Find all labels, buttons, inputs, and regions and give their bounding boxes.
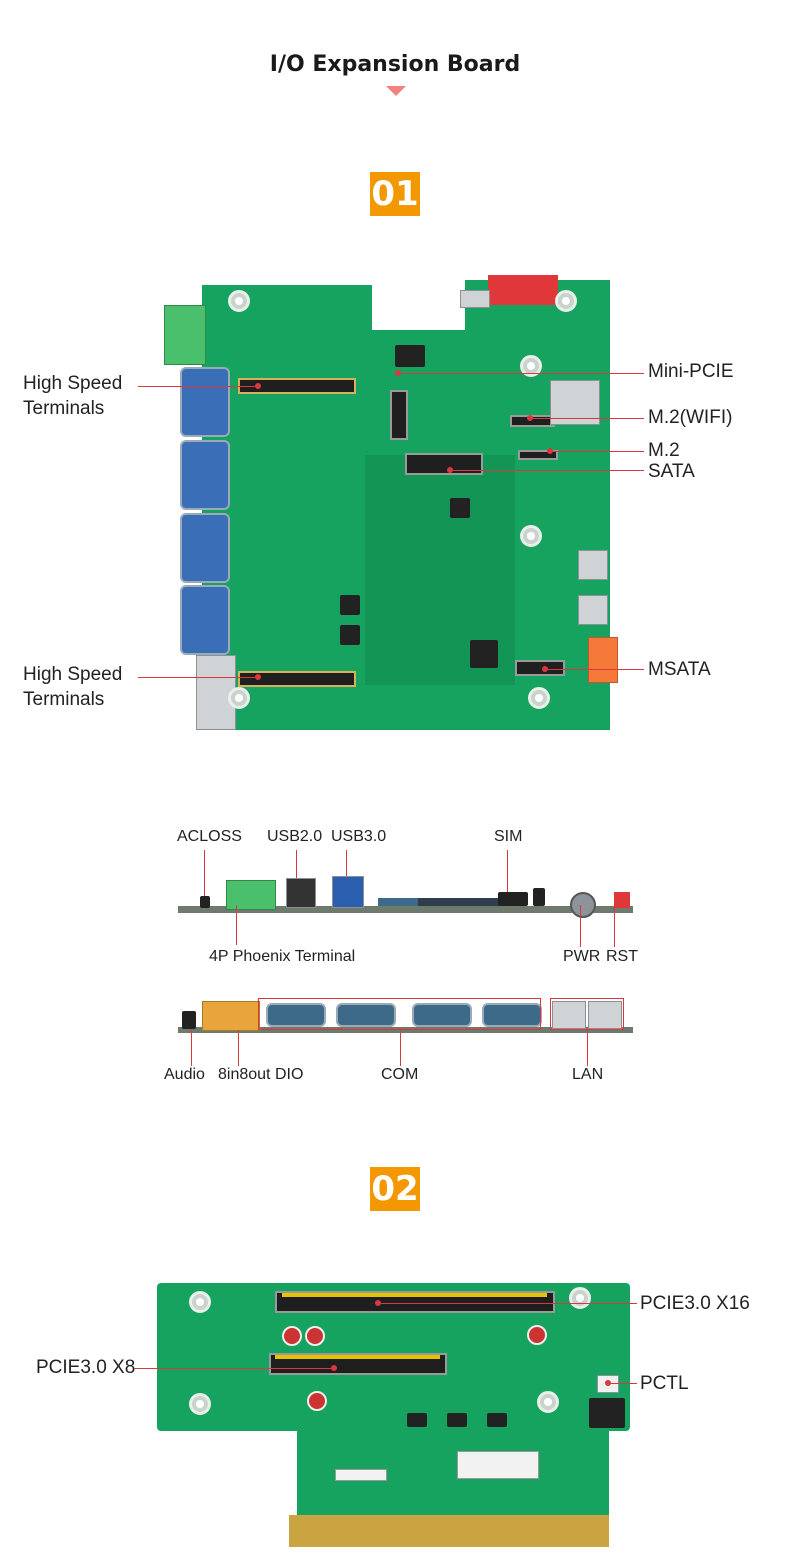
label-mini-pcie: Mini-PCIE xyxy=(648,361,734,382)
label-acloss: ACLOSS xyxy=(177,828,242,845)
com-group-box xyxy=(258,998,541,1030)
side-view-top-image xyxy=(178,870,638,920)
label-usb3: USB3.0 xyxy=(331,828,387,845)
section-badge-01: 01 xyxy=(370,172,420,216)
callout-vline-phoenix xyxy=(236,905,237,945)
title-caret-icon xyxy=(386,86,406,96)
callout-dot xyxy=(447,467,453,473)
riser-card-image xyxy=(157,1283,630,1553)
lan-group-box xyxy=(550,998,624,1030)
callout-dot xyxy=(527,415,533,421)
label-dio: 8in8out DIO xyxy=(218,1066,304,1083)
callout-dot xyxy=(542,666,548,672)
label-high-speed-top-1: High Speed xyxy=(23,373,123,394)
label-m2-wifi: M.2(WIFI) xyxy=(648,407,733,428)
callout-dot xyxy=(395,370,401,376)
callout-vline-lan xyxy=(587,1030,588,1066)
callout-vline-com xyxy=(400,1030,401,1066)
label-msata: MSATA xyxy=(648,659,711,680)
label-high-speed-bottom-1: High Speed xyxy=(23,664,123,685)
callout-dot xyxy=(255,383,261,389)
label-sata: SATA xyxy=(648,461,695,482)
callout-dot xyxy=(605,1380,611,1386)
callout-line-sata xyxy=(450,470,644,471)
side-view-bottom-image xyxy=(178,995,638,1040)
label-lan: LAN xyxy=(572,1066,604,1083)
callout-line-mini-pcie xyxy=(398,373,644,374)
callout-dot xyxy=(331,1365,337,1371)
callout-line-pcie16 xyxy=(378,1303,637,1304)
callout-vline-acloss xyxy=(204,850,205,905)
label-m2: M.2 xyxy=(648,440,680,461)
callout-vline-dio xyxy=(238,1030,239,1066)
label-pcie8: PCIE3.0 X8 xyxy=(36,1357,136,1378)
label-high-speed-top-2: Terminals xyxy=(23,398,105,419)
callout-vline-usb2 xyxy=(296,850,297,880)
callout-dot xyxy=(375,1300,381,1306)
label-com: COM xyxy=(381,1066,419,1083)
label-pwr: PWR xyxy=(563,948,601,965)
label-pctl: PCTL xyxy=(640,1373,689,1394)
page-title: I/O Expansion Board xyxy=(269,52,521,77)
callout-vline-usb3 xyxy=(346,850,347,880)
section-badge-02: 02 xyxy=(370,1167,420,1211)
label-usb2: USB2.0 xyxy=(267,828,323,845)
callout-line-m2-wifi xyxy=(530,418,644,419)
callout-line-pcie8 xyxy=(134,1368,334,1369)
label-phoenix-terminal: 4P Phoenix Terminal xyxy=(209,948,356,965)
callout-dot xyxy=(547,448,553,454)
callout-vline-audio xyxy=(191,1030,192,1066)
callout-vline-pwr xyxy=(580,905,581,947)
callout-line-msata xyxy=(545,669,644,670)
callout-vline-sim xyxy=(507,850,508,895)
io-expansion-board-image xyxy=(150,275,620,735)
label-sim: SIM xyxy=(494,828,523,845)
callout-line-pctl xyxy=(608,1383,637,1384)
label-rst: RST xyxy=(606,948,638,965)
callout-dot xyxy=(255,674,261,680)
callout-line-m2 xyxy=(550,451,644,452)
callout-line-high-speed-top xyxy=(138,386,258,387)
label-pcie16: PCIE3.0 X16 xyxy=(640,1293,750,1314)
label-high-speed-bottom-2: Terminals xyxy=(23,689,105,710)
label-audio: Audio xyxy=(164,1066,205,1083)
callout-line-high-speed-bottom xyxy=(138,677,258,678)
callout-vline-rst xyxy=(614,905,615,947)
